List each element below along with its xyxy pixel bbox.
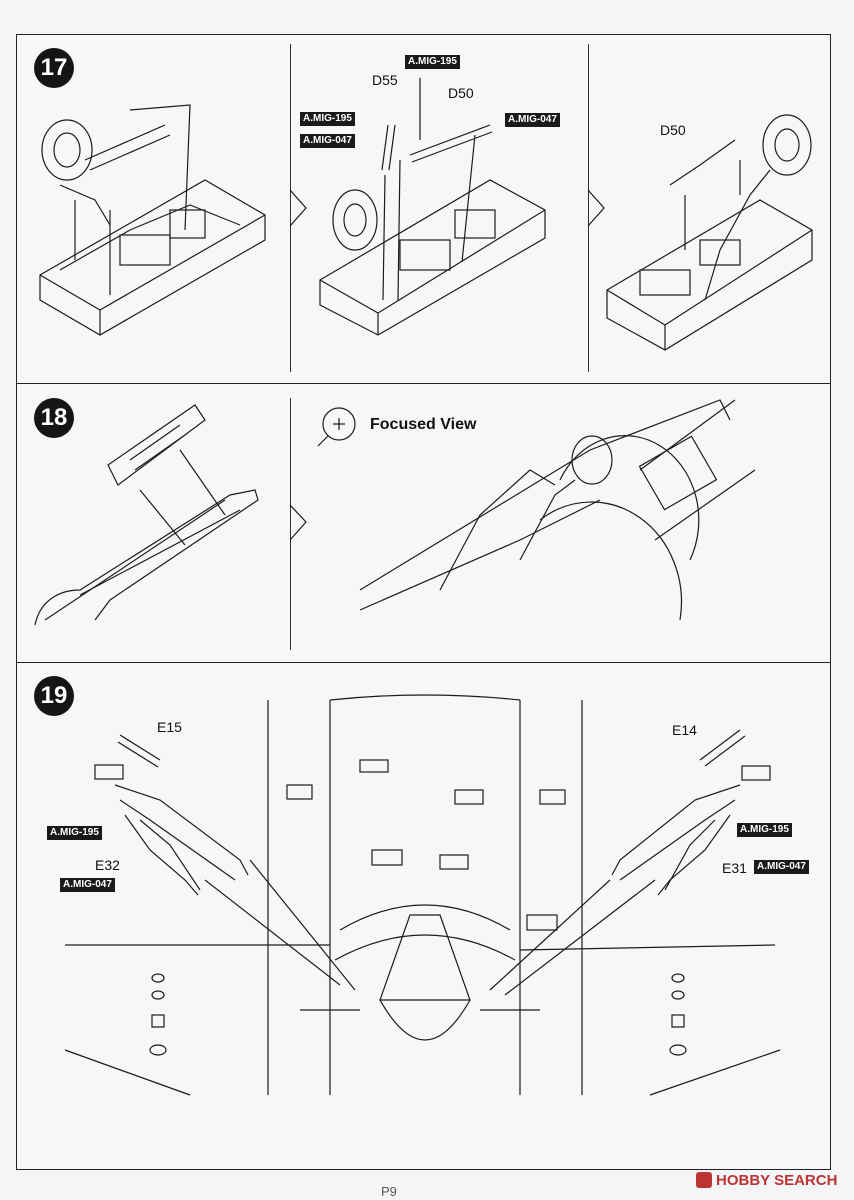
paint-code: A.MIG-195 [47, 826, 102, 840]
page-number: P9 [381, 1184, 397, 1199]
part-number: D55 [372, 72, 398, 88]
part-number: E31 [722, 860, 747, 876]
step18-focused-view [317, 399, 756, 621]
paint-code: A.MIG-195 [300, 112, 355, 126]
watermark: HOBBY SEARCH [716, 1172, 838, 1189]
step17-wheel-well-1 [39, 104, 266, 336]
paint-code: A.MIG-195 [737, 823, 792, 837]
paint-code: A.MIG-047 [754, 860, 809, 874]
step-number: 18 [34, 398, 74, 438]
paint-code: A.MIG-195 [405, 55, 460, 69]
part-number: D50 [448, 85, 474, 101]
panel-divider [588, 44, 589, 372]
section-divider [16, 662, 831, 663]
step-number: 19 [34, 676, 74, 716]
step19-left-strut [94, 734, 356, 991]
hobby-search-logo-icon [696, 1172, 712, 1188]
panel-divider [290, 398, 291, 650]
part-number: E15 [157, 719, 182, 735]
part-number: D50 [660, 122, 686, 138]
panel-divider [290, 44, 291, 372]
part-number: E32 [95, 857, 120, 873]
step18-panel-detail [34, 404, 259, 626]
step19-fuselage [64, 694, 781, 1096]
step17-wheel-well-3 [606, 114, 813, 351]
step-number: 17 [34, 48, 74, 88]
instruction-sheet [16, 34, 831, 1170]
section-divider [16, 383, 831, 384]
part-number: E14 [672, 722, 697, 738]
step17-wheel-well-2 [319, 78, 546, 336]
paint-code: A.MIG-047 [60, 878, 115, 892]
step19-right-strut [489, 729, 771, 996]
paint-code: A.MIG-047 [505, 113, 560, 127]
focused-view-label: Focused View [370, 416, 477, 433]
paint-code: A.MIG-047 [300, 134, 355, 148]
